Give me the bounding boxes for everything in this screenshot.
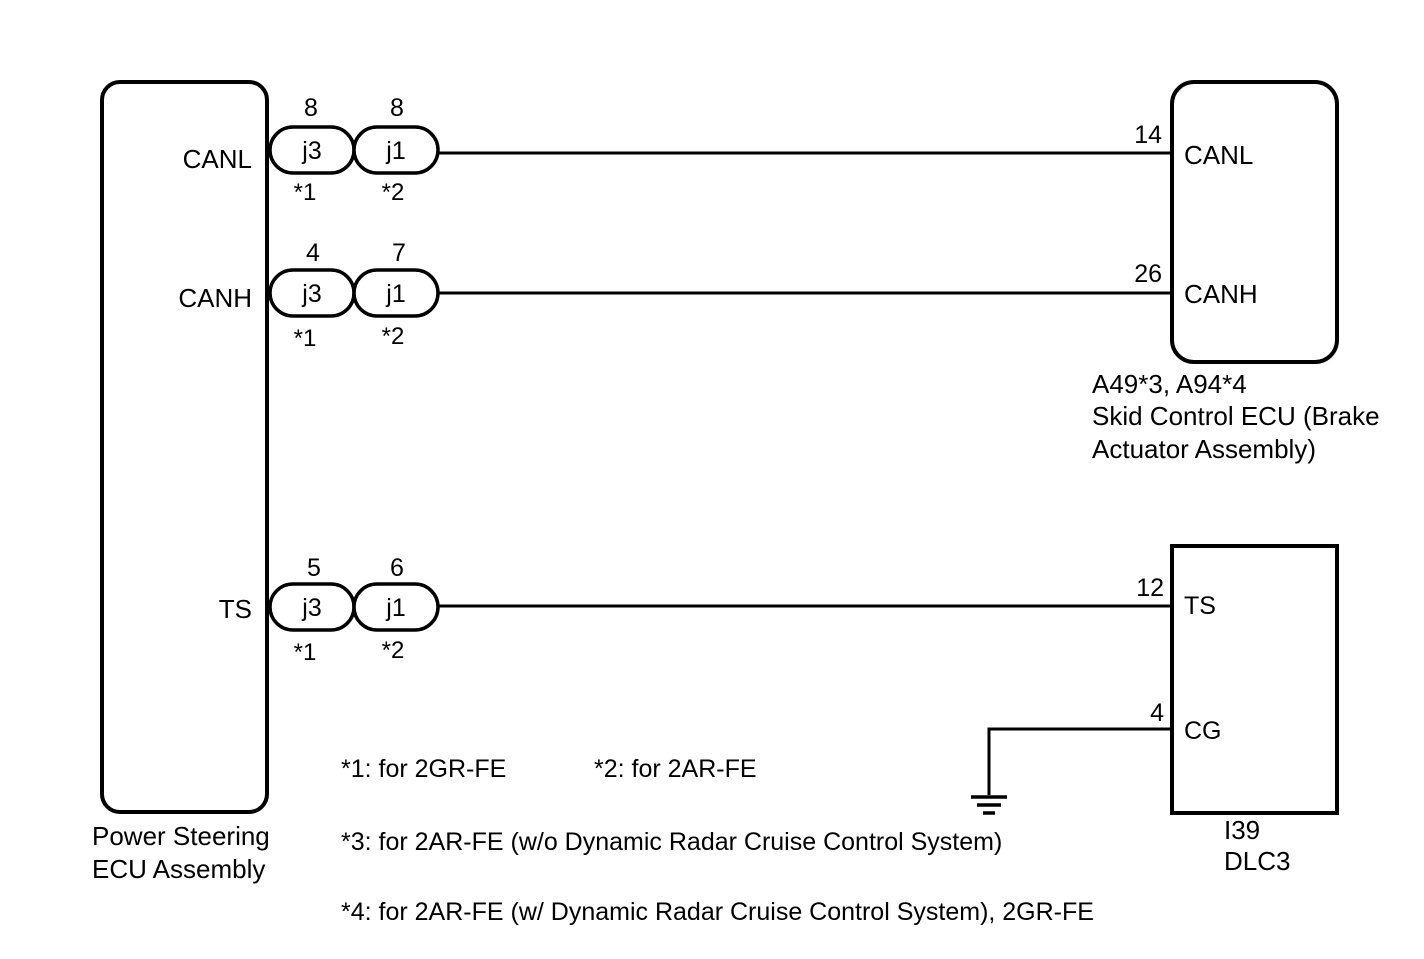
connector-j1-canl-name: j1 xyxy=(385,137,405,165)
dlc3-pin-ts-num: 12 xyxy=(1136,574,1164,602)
connector-j1-canh-note: *2 xyxy=(382,323,405,350)
dlc3-box xyxy=(1170,544,1339,815)
dlc3-name: DLC3 xyxy=(1224,846,1290,876)
skid-ecu-name-line2: Actuator Assembly) xyxy=(1092,434,1316,464)
skid-ecu-pin-canh-num: 26 xyxy=(1134,260,1162,288)
connector-j3-canh-pin: 4 xyxy=(306,239,320,267)
connector-j1-canl-note: *2 xyxy=(382,179,405,206)
connector-j3-ts-pin: 5 xyxy=(307,554,321,582)
ps-ecu-pin-ts: TS xyxy=(219,594,252,624)
connector-j3-ts-name: j3 xyxy=(301,594,321,622)
dlc3-pin-cg-num: 4 xyxy=(1150,699,1164,727)
dlc3-pin-cg-name: CG xyxy=(1184,717,1222,745)
connector-j1-ts-name: j1 xyxy=(385,594,405,622)
skid-ecu-name-line1: Skid Control ECU (Brake xyxy=(1092,401,1380,431)
ps-ecu-label-line1: Power Steering xyxy=(92,821,270,851)
power-steering-ecu-box xyxy=(100,80,269,814)
skid-control-ecu-box xyxy=(1170,80,1339,364)
note-1: *1: for 2GR-FE xyxy=(341,755,506,783)
note-4: *4: for 2AR-FE (w/ Dynamic Radar Cruise … xyxy=(341,898,1094,926)
skid-ecu-code: A49*3, A94*4 xyxy=(1092,369,1247,399)
connector-row-canh: j3 j1 4 7 *1 *2 xyxy=(268,239,1172,352)
connector-j3-canl-pin: 8 xyxy=(304,94,318,122)
dlc3-pin-ts-name: TS xyxy=(1184,592,1216,620)
ps-ecu-label-line2: ECU Assembly xyxy=(92,854,265,884)
connector-j1-ts-pin: 6 xyxy=(390,554,404,582)
notes: *1: for 2GR-FE *2: for 2AR-FE *3: for 2A… xyxy=(341,755,1094,926)
connector-j1-canl-pin: 8 xyxy=(390,94,404,122)
connector-j3-ts-note: *1 xyxy=(294,639,317,666)
connector-row-canl: j3 j1 8 8 *1 *2 xyxy=(268,94,1172,206)
note-2: *2: for 2AR-FE xyxy=(594,755,757,783)
wire-cg xyxy=(987,727,1172,795)
skid-ecu-pin-canh-name: CANH xyxy=(1184,279,1258,309)
connector-j1-canh-name: j1 xyxy=(385,280,405,308)
connector-j3-canh-note: *1 xyxy=(294,325,317,352)
connector-j1-canl xyxy=(352,125,440,175)
skid-ecu-pin-canl-name: CANL xyxy=(1184,140,1253,170)
connector-j3-canl-name: j3 xyxy=(301,137,321,165)
connector-row-ts: j3 j1 5 6 *1 *2 xyxy=(268,554,1172,666)
skid-control-ecu: 14 CANL 26 CANH A49*3, A94*4 Skid Contro… xyxy=(1092,80,1380,464)
ps-ecu-pin-canl: CANL xyxy=(183,144,252,174)
power-steering-ecu: CANL CANH TS Power Steering ECU Assembly xyxy=(92,80,270,884)
dlc3-code: I39 xyxy=(1224,815,1260,845)
note-3: *3: for 2AR-FE (w/o Dynamic Radar Cruise… xyxy=(341,828,1002,856)
ground-circuit xyxy=(971,727,1172,815)
connector-j3-canh-name: j3 xyxy=(301,280,321,308)
ps-ecu-pin-canh: CANH xyxy=(178,283,252,313)
ground-icon xyxy=(971,795,1007,815)
connector-j3-canl-note: *1 xyxy=(294,179,317,206)
dlc3: 12 TS 4 CG I39 DLC3 xyxy=(1136,544,1339,876)
connector-j1-ts-note: *2 xyxy=(382,637,405,664)
skid-ecu-pin-canl-num: 14 xyxy=(1134,121,1162,149)
connector-j1-canh-pin: 7 xyxy=(392,239,406,267)
